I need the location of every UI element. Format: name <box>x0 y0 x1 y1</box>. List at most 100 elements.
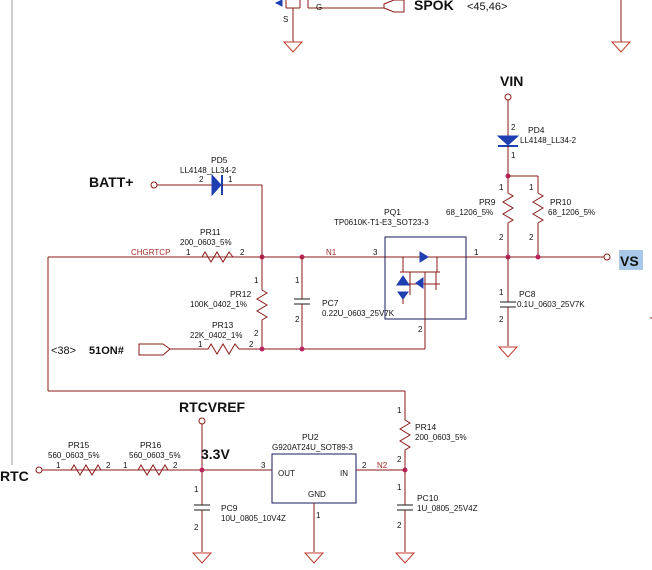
pd4-diode-symbol <box>496 135 520 146</box>
pr14-pin-2: 2 <box>397 455 402 464</box>
pq1-mosfet: PQ1 TP0610K-T1-E3_SOT23-3 3 2 <box>334 207 467 349</box>
pr9-resistor <box>502 190 514 225</box>
pr16-pin-2: 2 <box>173 461 178 470</box>
pd5-pin-1: 1 <box>228 175 233 184</box>
on-net-label: 51ON# <box>89 345 124 357</box>
pc7-group: 1 2 PC7 0.22U_0603_25V7K <box>294 257 395 349</box>
pu2-ref: PU2 <box>302 432 319 442</box>
pu2-gnd-pin: GND <box>308 490 326 499</box>
pc10-group: 1 2 PC10 1U_0805_25V4Z <box>394 483 478 564</box>
pr12-group: 1 2 PR12 100K_0402_1% <box>190 257 268 349</box>
pc10-value: 1U_0805_25V4Z <box>417 504 478 513</box>
pc9-value: 10U_0805_10V4Z <box>221 514 286 523</box>
chgrtcp-loop <box>47 257 406 418</box>
pr15-resistor <box>68 464 104 476</box>
pr10-pin-1: 1 <box>529 183 534 192</box>
pc7-ref: PC7 <box>322 298 339 308</box>
pr11-pin-1: 1 <box>186 248 191 257</box>
pd5-value: LL4148_LL34-2 <box>180 166 237 175</box>
rtc-regulator-section: RTC 1 2 PR15 560_0603_5% 1 2 PR16 560_06… <box>0 399 405 564</box>
pu2-pin-1: 1 <box>316 511 321 520</box>
ground-symbol-spok <box>282 41 304 53</box>
pr13-resistor <box>206 343 242 355</box>
pr16-value: 560_0603_5% <box>129 451 181 460</box>
vin-net-label: VIN <box>500 73 523 89</box>
pd4-pin-1: 1 <box>511 151 516 160</box>
on-page-ref: <38> <box>51 345 76 357</box>
spok-page-ref: <45,46> <box>467 1 507 13</box>
pc8-ref: PC8 <box>519 289 536 299</box>
ground-symbol-top-right <box>610 41 632 53</box>
pr16-pin-1: 1 <box>123 461 128 470</box>
ground-symbol-pu2 <box>303 552 325 564</box>
pr11-group: 1 2 PR11 200_0603_5% <box>180 227 245 263</box>
pd5-diode-symbol <box>211 173 222 197</box>
pr16-resistor <box>135 464 171 476</box>
pr14-resistor <box>399 418 411 453</box>
ground-symbol-pc9 <box>191 552 213 564</box>
rtcvref-connector <box>198 417 206 425</box>
chgrtcp-net-label: CHGRTCP <box>131 248 170 257</box>
pr12-pin-1: 1 <box>254 276 259 285</box>
pr13-value: 22K_0402_1% <box>190 331 243 340</box>
pq1-value: TP0610K-T1-E3_SOT23-3 <box>334 218 429 227</box>
pr11-value: 200_0603_5% <box>180 238 232 247</box>
on-port <box>138 343 171 356</box>
pr14-group: 1 2 PR14 200_0603_5% <box>397 406 467 505</box>
pc9-pin-1: 1 <box>194 485 199 494</box>
pd4-value: LL4148_LL34-2 <box>520 136 577 145</box>
spok-port <box>383 0 405 13</box>
pc10-pin-1: 1 <box>397 483 402 492</box>
vin-connector <box>504 93 512 101</box>
pc10-pin-2: 2 <box>397 521 402 530</box>
vin-input-section: VIN 2 1 PD4 LL4148_LL34-2 1 2 PR9 68_120… <box>446 73 595 257</box>
spok-source-pin: S <box>283 15 288 24</box>
pr9-value: 68_1206_5% <box>446 208 493 217</box>
pu2-out-pin: OUT <box>278 469 295 478</box>
pr11-ref: PR11 <box>200 227 221 237</box>
pu2-pin-3: 3 <box>261 461 266 470</box>
pd5-ref: PD5 <box>211 155 228 165</box>
pr13-pin-1: 1 <box>198 340 203 349</box>
pu2-pin-2: 2 <box>362 461 367 470</box>
pr12-resistor <box>256 288 268 323</box>
pr9-pin-2: 2 <box>499 233 504 242</box>
pr9-pin-1: 1 <box>499 183 504 192</box>
pc9-pin-2: 2 <box>194 523 199 532</box>
pd4-pin-2: 2 <box>511 123 516 132</box>
pr16-ref: PR16 <box>140 440 162 450</box>
pr11-resistor <box>198 251 236 263</box>
pc9-ref: PC9 <box>221 503 238 513</box>
n2-net-label: N2 <box>377 461 388 470</box>
pr14-value: 200_0603_5% <box>415 433 467 442</box>
ground-symbol-pc10 <box>394 552 416 564</box>
batt-net-label: BATT+ <box>89 174 133 190</box>
pu2-in-pin: IN <box>340 469 348 478</box>
rtcvref-net-label: RTCVREF <box>179 399 246 415</box>
pr15-ref: PR15 <box>68 440 90 450</box>
pc7-pin-2: 2 <box>295 315 300 324</box>
pr12-pin-2: 2 <box>254 329 259 338</box>
vs-net-label: VS <box>620 253 639 269</box>
pr12-ref: PR12 <box>230 289 252 299</box>
pr10-value: 68_1206_5% <box>548 208 595 217</box>
pq1-ref: PQ1 <box>384 207 401 217</box>
pc10-ref: PC10 <box>417 493 439 503</box>
spok-net-label: SPOK <box>414 0 454 13</box>
ground-symbol-pc8 <box>497 346 519 358</box>
pc7-pin-1: 1 <box>295 276 300 285</box>
pr10-resistor <box>532 190 544 225</box>
rtc-net-label: RTC <box>0 468 29 484</box>
batt-input-section: BATT+ 2 1 PD5 LL4148_LL34-2 <box>89 155 263 257</box>
pu2-value: G920AT24U_SOT89-3 <box>272 443 353 452</box>
pq1-pin-1: 1 <box>474 248 479 257</box>
pd5-pin-2: 2 <box>199 175 204 184</box>
spok-fragment: G S SPOK <45,46> <box>274 0 632 53</box>
pr15-value: 560_0603_5% <box>48 451 100 460</box>
vs-rail: VS 1 N1 CHGRTCP <box>48 248 652 319</box>
pr14-ref: PR14 <box>415 422 437 432</box>
pc8-pin-2: 2 <box>499 315 504 324</box>
pr14-pin-1: 1 <box>397 406 402 415</box>
pr12-value: 100K_0402_1% <box>190 300 247 309</box>
